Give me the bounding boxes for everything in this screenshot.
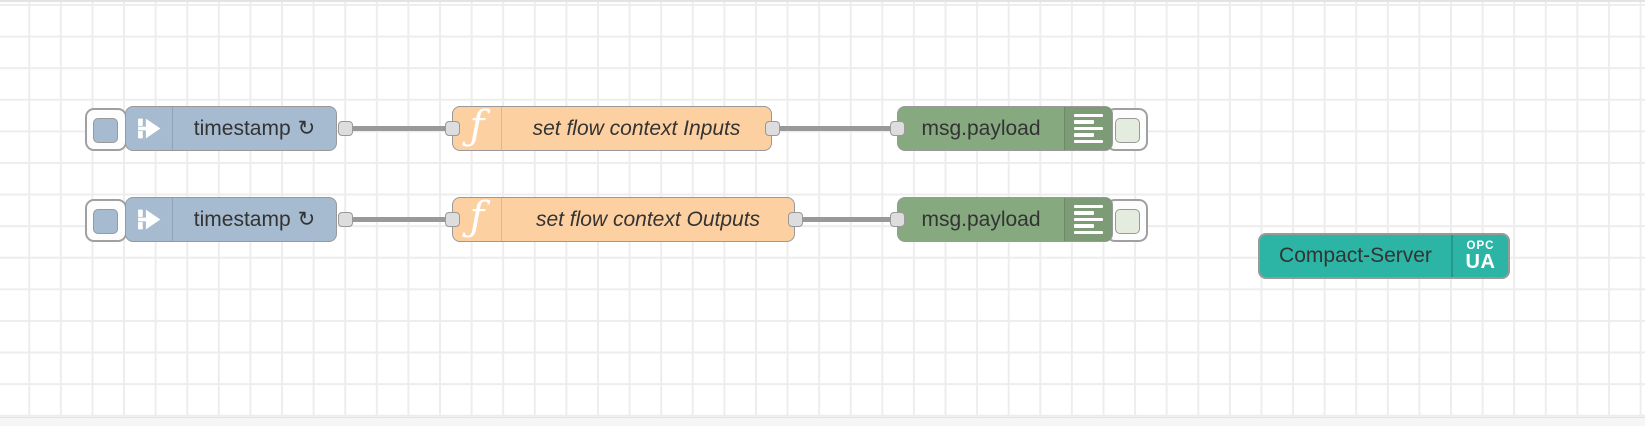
debug-node-label: msg.payload (921, 207, 1041, 231)
wire-function1-debug1[interactable] (770, 126, 897, 131)
inject-node-label: timestamp (193, 116, 291, 140)
canvas-bottom-edge (0, 417, 1645, 426)
inject-node-1[interactable]: timestamp ↻ (125, 106, 337, 151)
function-output-port-2[interactable] (788, 212, 803, 227)
inject-output-port-2[interactable] (338, 212, 353, 227)
function-input-port-2[interactable] (445, 212, 460, 227)
debug-node-2[interactable]: msg.payload (897, 197, 1113, 242)
inject-trigger-button-2[interactable] (85, 199, 127, 242)
inject-trigger-button-1[interactable] (85, 108, 127, 151)
function-icon: ƒ (453, 197, 502, 241)
debug-input-port-2[interactable] (890, 212, 905, 227)
server-node-label: Compact-Server (1279, 244, 1432, 267)
repeat-icon: ↻ (297, 208, 316, 231)
debug-node-label: msg.payload (921, 116, 1041, 140)
inject-button-pad (93, 118, 118, 143)
inject-node-label: timestamp (193, 207, 291, 231)
function-icon: ƒ (453, 106, 502, 150)
function-node-label: set flow context Outputs (535, 207, 761, 231)
inject-arrow-icon (126, 107, 173, 150)
debug-lines-icon (1064, 198, 1112, 241)
inject-button-pad (93, 209, 118, 234)
wire-inject1-function1[interactable] (345, 126, 455, 131)
opcua-badge-line2: UA (1465, 251, 1496, 273)
function-node-2[interactable]: ƒ set flow context Outputs (452, 197, 795, 242)
debug-lines-icon (1064, 107, 1112, 150)
wire-inject2-function2[interactable] (345, 217, 455, 222)
debug-input-port-1[interactable] (890, 121, 905, 136)
opcua-server-node[interactable]: Compact-Server OPC UA (1258, 233, 1510, 279)
opcua-badge-line1: OPC (1466, 240, 1495, 252)
function-node-label: set flow context Inputs (532, 116, 741, 140)
inject-arrow-icon (126, 198, 173, 241)
function-output-port-1[interactable] (765, 121, 780, 136)
inject-output-port-1[interactable] (338, 121, 353, 136)
opcua-badge-icon: OPC UA (1451, 235, 1508, 277)
debug-toggle-pad (1115, 209, 1140, 234)
function-input-port-1[interactable] (445, 121, 460, 136)
debug-toggle-pad (1115, 118, 1140, 143)
debug-node-1[interactable]: msg.payload (897, 106, 1113, 151)
function-node-1[interactable]: ƒ set flow context Inputs (452, 106, 772, 151)
inject-node-2[interactable]: timestamp ↻ (125, 197, 337, 242)
wire-function2-debug2[interactable] (791, 217, 897, 222)
repeat-icon: ↻ (297, 117, 316, 140)
